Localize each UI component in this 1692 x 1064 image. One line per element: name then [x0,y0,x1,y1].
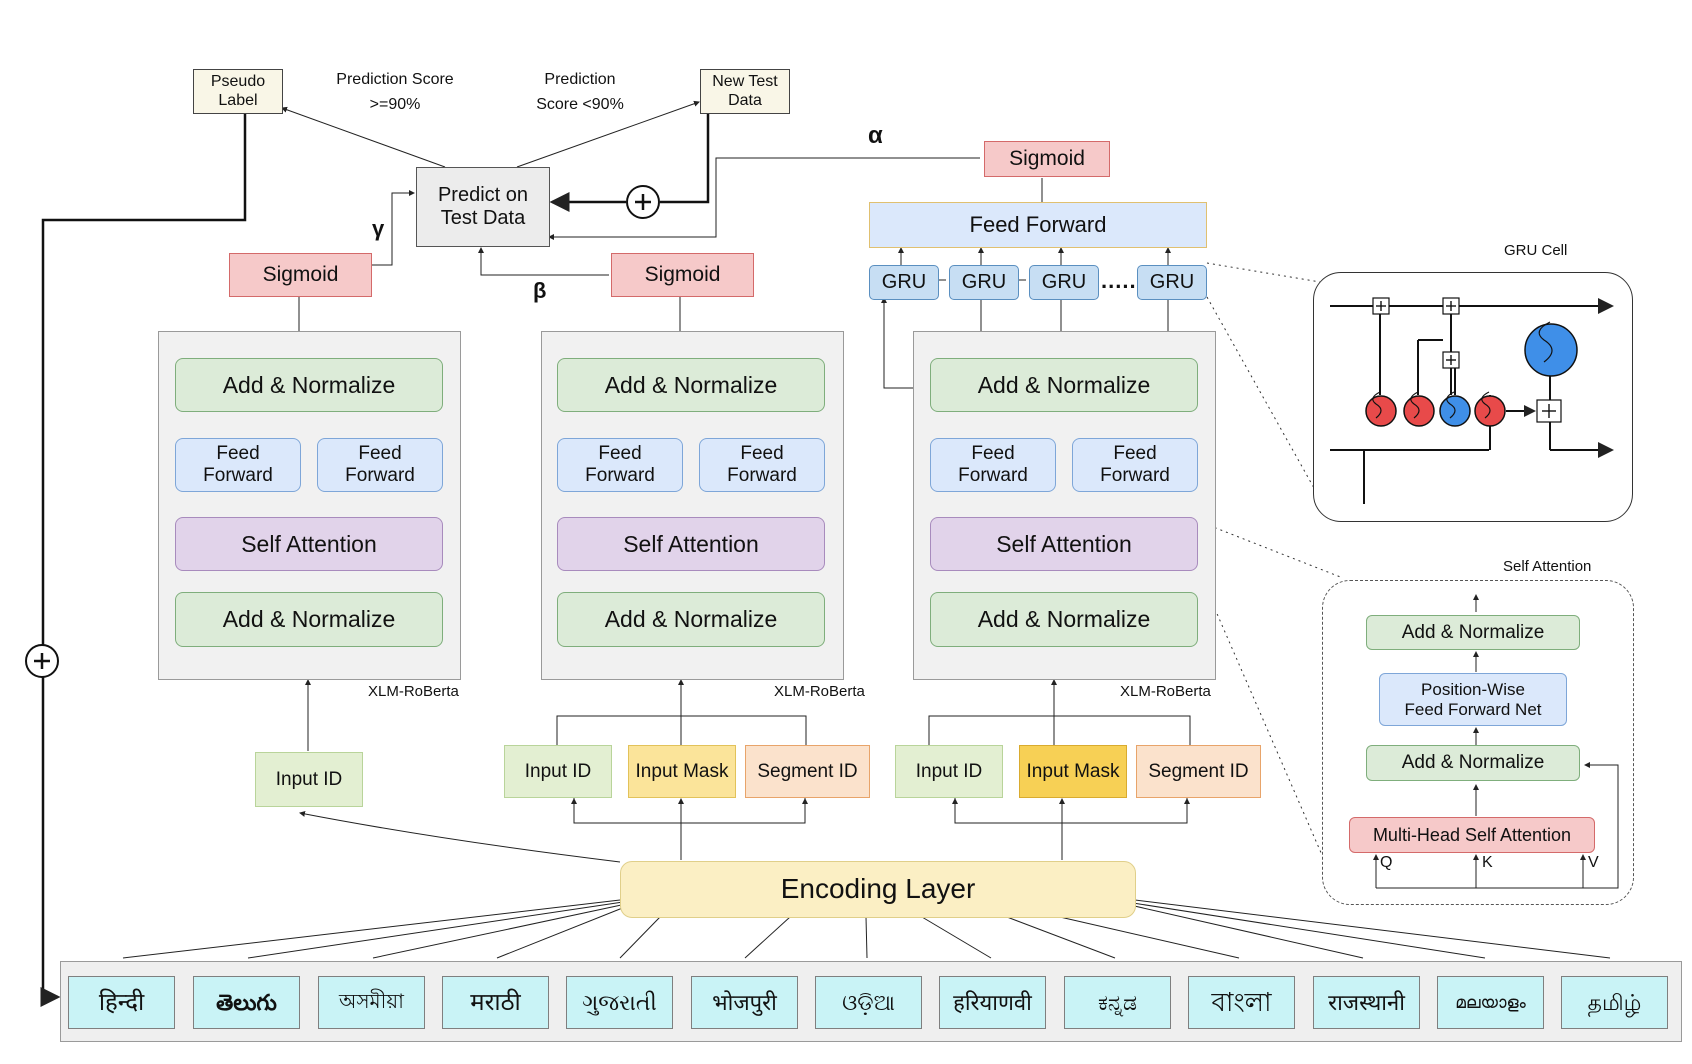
add-normalize-top-1: Add & Normalize [175,358,443,412]
gamma-label: γ [372,216,385,241]
language-assamese: অসমীয়া [318,976,425,1029]
language-rajasthani: राजस्थानी [1313,976,1420,1029]
input-id-1: Input ID [255,752,363,807]
language-bengali: বাংলা [1188,976,1295,1029]
sa-multi-head-self-attention: Multi-Head Self Attention [1349,817,1595,853]
sa-add-normalize-mid: Add & Normalize [1366,745,1580,781]
language-malayalam: മലയാളം [1437,976,1544,1029]
sa-position-wise-ff: Position-Wise Feed Forward Net [1379,673,1567,726]
add-normalize-top-2: Add & Normalize [557,358,825,412]
language-odia: ଓଡ଼ିଆ [815,976,922,1029]
beta-label: β [533,278,547,303]
input-mask-2: Input Mask [628,745,736,798]
self-attention-detail-panel [1322,580,1634,905]
segment-id-3: Segment ID [1136,745,1261,798]
input-id-3: Input ID [895,745,1003,798]
language-gujarati: ગુજરાતી [566,976,673,1029]
gru-cell-panel [1313,272,1633,522]
xlm-roberta-label-3: XLM-RoBerta [1120,683,1211,700]
feed-forward-3b: Feed Forward [1072,438,1198,492]
language-hindi: हिन्दी [68,976,175,1029]
self-attention-detail-title: Self Attention [1503,558,1592,575]
prediction-high-label: Prediction Score >=90% [336,71,454,113]
prediction-low-label: Prediction Score <90% [536,71,624,113]
new-test-data-box: New Test Data [700,69,790,114]
sa-v-label: V [1588,854,1599,871]
xlm-roberta-label-1: XLM-RoBerta [368,683,459,700]
segment-id-2: Segment ID [745,745,870,798]
encoding-layer: Encoding Layer [620,861,1136,918]
gru-ellipsis: ..... [1101,268,1137,293]
add-normalize-top-3: Add & Normalize [930,358,1198,412]
sigmoid-alpha: Sigmoid [984,141,1110,177]
xlm-roberta-label-2: XLM-RoBerta [774,683,865,700]
feed-forward-2b: Feed Forward [699,438,825,492]
pseudo-label-box: Pseudo Label [193,69,283,114]
gru-gates [1365,323,1578,427]
input-mask-3: Input Mask [1019,745,1127,798]
predict-on-test-data-box: Predict on Test Data [416,167,550,247]
language-tamil: தமிழ் [1561,976,1668,1029]
feed-forward-3a: Feed Forward [930,438,1056,492]
sa-k-label: K [1482,854,1493,871]
language-telugu: తెలుగు [193,976,300,1029]
feed-forward-1a: Feed Forward [175,438,301,492]
feed-forward-top: Feed Forward [869,202,1207,248]
self-attention-1: Self Attention [175,517,443,571]
gru-unit-2: GRU [949,265,1019,300]
alpha-label: α [868,122,883,149]
add-normalize-bottom-3: Add & Normalize [930,592,1198,647]
self-attention-3: Self Attention [930,517,1198,571]
input-id-2: Input ID [504,745,612,798]
language-kannada: ಕನ್ನಡ [1064,976,1171,1029]
language-haryanvi: हरियाणवी [939,976,1046,1029]
gru-unit-1: GRU [869,265,939,300]
feed-forward-2a: Feed Forward [557,438,683,492]
feed-forward-1b: Feed Forward [317,438,443,492]
language-bhojpuri: भोजपुरी [691,976,798,1029]
add-normalize-bottom-2: Add & Normalize [557,592,825,647]
sa-add-normalize-top: Add & Normalize [1366,615,1580,650]
gru-unit-n: GRU [1137,265,1207,300]
gru-cell-title: GRU Cell [1504,242,1568,259]
language-marathi: मराठी [442,976,549,1029]
sigmoid-beta: Sigmoid [611,253,754,297]
add-normalize-bottom-1: Add & Normalize [175,592,443,647]
sigmoid-gamma: Sigmoid [229,253,372,297]
sa-q-label: Q [1380,854,1393,871]
gru-unit-3: GRU [1029,265,1099,300]
self-attention-2: Self Attention [557,517,825,571]
